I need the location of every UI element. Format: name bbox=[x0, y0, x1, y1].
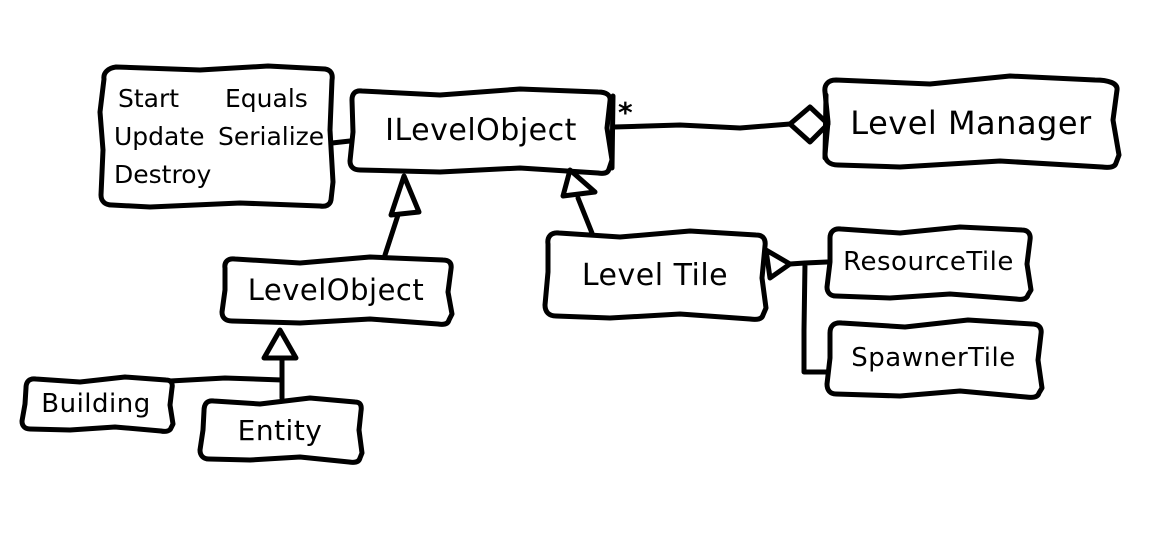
ilevelobject-box-outline bbox=[347, 86, 615, 176]
edge-tiles-to-leveltile-line bbox=[787, 260, 808, 267]
edge-levelobject-to-ilevelobject-line bbox=[382, 212, 401, 258]
levelobject-box-outline bbox=[219, 254, 455, 327]
inheritance-triangle-levelobject-bottom bbox=[261, 327, 299, 361]
leveltile-box-outline bbox=[542, 228, 769, 322]
methods-box-outline bbox=[97, 63, 336, 210]
levelmanager-attach-stub bbox=[822, 92, 829, 161]
edge-building-to-levelobject-branch bbox=[167, 375, 285, 384]
inheritance-triangle-levelobject bbox=[388, 173, 422, 218]
ilevelobject-attach-stub bbox=[609, 93, 616, 171]
entity-box-outline bbox=[197, 395, 365, 465]
inheritance-triangle-leveltile bbox=[560, 167, 598, 199]
inheritance-triangle-leveltile-right bbox=[763, 247, 793, 281]
edge-methods-to-ilevelobject bbox=[329, 138, 353, 146]
edge-ilevelobject-to-levelmanager-line bbox=[611, 121, 793, 131]
spawnertile-box-outline bbox=[824, 317, 1045, 400]
aggregation-diamond-levelmanager bbox=[787, 104, 831, 145]
edge-tiles-to-leveltile-trunk bbox=[801, 259, 831, 375]
levelmanager-box-outline bbox=[822, 73, 1122, 170]
edge-leveltile-to-ilevelobject-line bbox=[575, 195, 595, 236]
resourcetile-box-outline bbox=[824, 224, 1034, 302]
building-box-outline bbox=[19, 374, 176, 434]
